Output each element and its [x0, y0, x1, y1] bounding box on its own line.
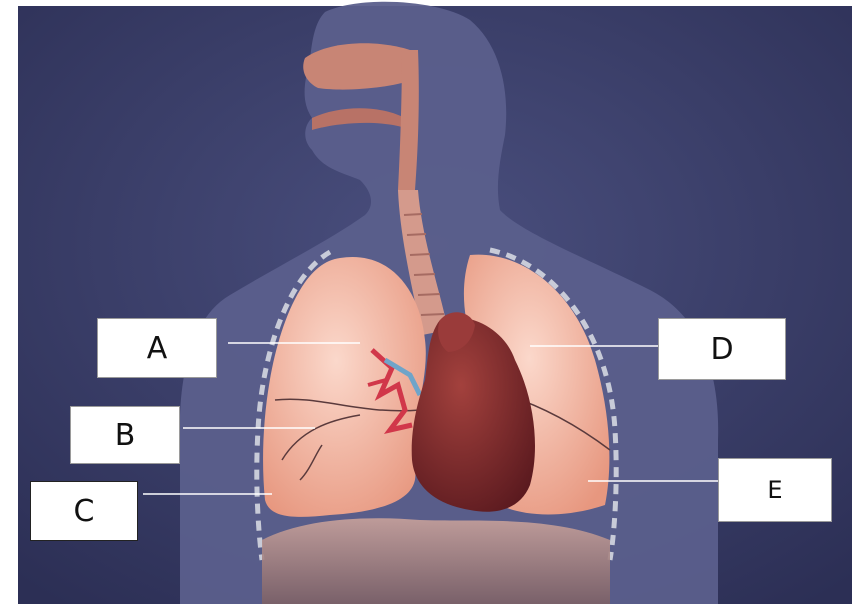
label-b-text: B [115, 418, 136, 453]
label-a: A [97, 318, 217, 378]
label-a-text: A [147, 331, 168, 366]
label-c: C [30, 481, 138, 541]
label-e-text: E [767, 476, 782, 504]
label-d-text: D [710, 332, 733, 367]
diaphragm [262, 518, 610, 604]
label-e: E [718, 458, 832, 522]
label-d: D [658, 318, 786, 380]
label-c-text: C [74, 494, 95, 529]
label-b: B [70, 406, 180, 464]
